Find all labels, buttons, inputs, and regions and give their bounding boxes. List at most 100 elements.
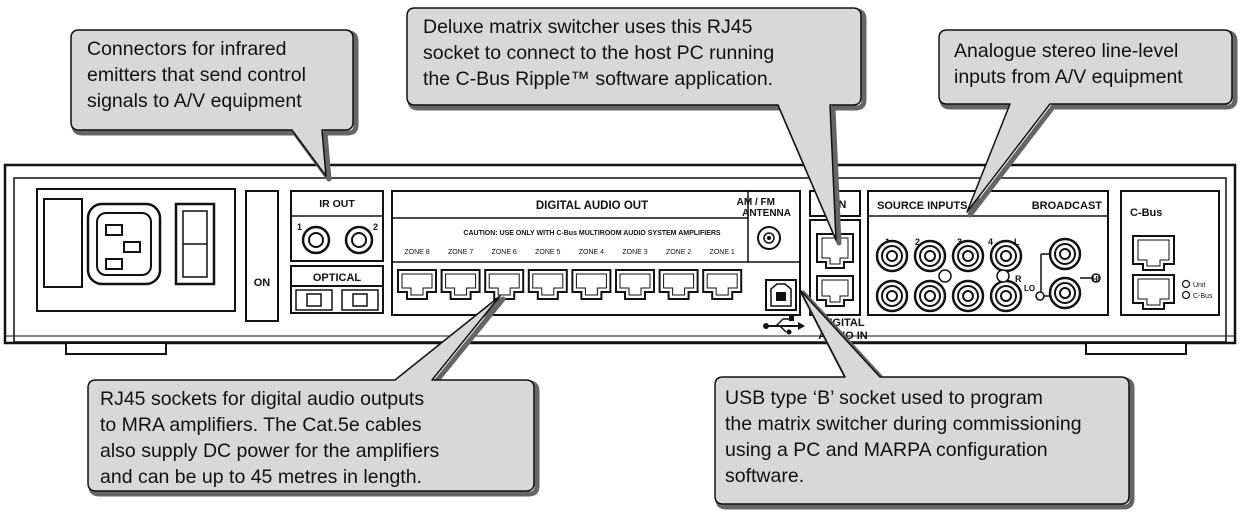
rca-jack[interactable] xyxy=(989,279,1023,313)
callout-audio-out-text: RJ45 sockets for digital audio outputs t… xyxy=(100,386,439,490)
cbus-section: C-Bus Unit C-Bus xyxy=(1120,190,1220,316)
rca-jack[interactable] xyxy=(913,239,947,273)
source-inputs-section: SOURCE INPUTS BROADCAST 1 2 3 4 L R LO H… xyxy=(867,190,1109,316)
callout-rj45-line-3: the C-Bus Ripple™ software application. xyxy=(423,68,774,90)
digital-audio-in-port[interactable] xyxy=(816,275,854,307)
input-num-2: 2 xyxy=(915,237,920,247)
zone-label: ZONE 3 xyxy=(622,249,647,256)
optical-port-2[interactable] xyxy=(341,289,379,311)
callout-analogue-text: Analogue stereo line-level inputs from A… xyxy=(954,38,1183,90)
rca-jack[interactable] xyxy=(951,279,985,313)
broadcast-lo-jack[interactable] xyxy=(1048,237,1082,271)
callout-rj45-host xyxy=(406,7,867,246)
zone-rj45-port[interactable] xyxy=(440,269,481,300)
on-switch[interactable]: ON xyxy=(245,190,279,322)
zone-label: ZONE 5 xyxy=(535,249,560,256)
callout-ir xyxy=(70,29,359,182)
callout-audio-out xyxy=(87,295,540,497)
ground-screw-right xyxy=(996,269,1010,283)
callout-rj45-line-2: socket to connect to the host PC running xyxy=(423,42,775,64)
broadcast-hi-jack[interactable] xyxy=(1048,276,1082,310)
callout-usb-line-3: using a PC and MARPA configuration xyxy=(725,439,1048,461)
cbus-led-label: C-Bus xyxy=(1193,293,1213,300)
ir-port-2-label: 2 xyxy=(373,222,378,232)
unit-led xyxy=(1181,279,1191,289)
callout-analogue xyxy=(938,29,1238,218)
callout-usb-line-4: software. xyxy=(725,465,805,487)
source-inputs-title: SOURCE INPUTS xyxy=(877,200,967,212)
zone-label: ZONE 1 xyxy=(710,249,735,256)
antenna-connector[interactable] xyxy=(757,226,781,250)
zone-ports xyxy=(397,269,743,300)
iec-power-inlet[interactable] xyxy=(86,202,162,286)
ir-jack-1[interactable] xyxy=(301,225,331,255)
zone-label: ZONE 4 xyxy=(579,249,604,256)
input-num-3: 3 xyxy=(957,237,962,247)
callout-audio-line-2: to MRA amplifiers. The Cat.5e cables xyxy=(100,414,422,436)
zone-rj45-port[interactable] xyxy=(615,269,655,300)
callout-usb-line-1: USB type ‘B’ socket used to program xyxy=(725,387,1043,409)
callout-audio-line-4: and can be up to 45 metres in length. xyxy=(100,466,422,488)
input-num-4: 4 xyxy=(988,237,993,247)
callout-ir-line-1: Connectors for infrared xyxy=(87,38,287,60)
zone-label: ZONE 7 xyxy=(448,249,473,256)
optical-port-1[interactable] xyxy=(295,289,333,311)
zone-rj45-port[interactable] xyxy=(658,269,699,300)
callout-usb xyxy=(714,289,1135,510)
rca-jack[interactable] xyxy=(989,239,1023,273)
zone-label: ZONE 8 xyxy=(404,249,429,256)
broadcast-title: BROADCAST xyxy=(1032,200,1103,212)
callout-ir-text: Connectors for infrared emitters that se… xyxy=(87,36,306,114)
lo-terminal xyxy=(1035,291,1045,301)
zone-rj45-port[interactable] xyxy=(571,269,612,300)
callout-audio-line-3: also supply DC power for the amplifiers xyxy=(100,440,440,462)
rca-jack[interactable] xyxy=(875,279,909,313)
usb-b-socket[interactable] xyxy=(765,279,797,311)
zone-rj45-port[interactable] xyxy=(527,269,568,300)
caution-text: CAUTION: USE ONLY WITH C-Bus MULTIROOM A… xyxy=(463,230,721,237)
rca-input-jacks xyxy=(875,239,1023,313)
rca-jack[interactable] xyxy=(913,279,947,313)
callout-rj45-host-text: Deluxe matrix switcher uses this RJ45 so… xyxy=(423,14,774,92)
digital-audio-out-section: DIGITAL AUDIO OUT CAUTION: USE ONLY WITH… xyxy=(391,190,801,316)
ir-port-1-label: 1 xyxy=(297,222,302,232)
ir-out-title: IR OUT xyxy=(319,198,355,210)
on-label: ON xyxy=(254,277,271,289)
callout-rj45-line-1: Deluxe matrix switcher uses this RJ45 xyxy=(423,16,753,38)
optical-title: OPTICAL xyxy=(313,272,362,284)
unit-led-label: Unit xyxy=(1193,282,1206,289)
callout-ir-line-2: emitters that send control xyxy=(87,64,306,86)
lan-rj45-port[interactable] xyxy=(816,233,854,269)
zone-rj45-port[interactable] xyxy=(702,269,743,300)
am-fm-label: AM / FM xyxy=(737,197,775,208)
antenna-label: ANTENNA xyxy=(742,208,791,219)
power-switch[interactable] xyxy=(174,202,216,286)
digital-audio-out-title: DIGITAL AUDIO OUT xyxy=(536,200,648,212)
callout-analogue-line-1: Analogue stereo line-level xyxy=(954,40,1179,62)
cbus-title: C-Bus xyxy=(1130,207,1162,219)
cbus-port-1[interactable] xyxy=(1132,235,1175,271)
zone-rj45-port[interactable] xyxy=(397,269,437,300)
power-module xyxy=(36,188,236,312)
hi-label: HI xyxy=(1092,275,1100,284)
left-channel-label: L xyxy=(1014,237,1020,247)
zone-label: ZONE 6 xyxy=(492,249,517,256)
hi-terminal xyxy=(1091,273,1101,283)
callout-audio-line-1: RJ45 sockets for digital audio outputs xyxy=(100,388,425,410)
cbus-port-2[interactable] xyxy=(1132,274,1175,310)
zone-rj45-port[interactable] xyxy=(484,269,525,300)
callout-ir-line-3: signals to A/V equipment xyxy=(87,90,302,112)
usb-icon xyxy=(763,316,805,335)
cbus-led xyxy=(1181,290,1191,300)
optical-section: OPTICAL xyxy=(290,265,384,314)
callout-analogue-line-2: inputs from A/V equipment xyxy=(954,66,1183,88)
ir-jack-2[interactable] xyxy=(344,225,374,255)
callout-usb-line-2: the matrix switcher during commissioning xyxy=(725,413,1082,435)
rca-jack[interactable] xyxy=(875,239,909,273)
right-channel-label: R xyxy=(1015,274,1022,284)
rca-jack[interactable] xyxy=(951,239,985,273)
lo-label: LO xyxy=(1024,284,1035,293)
zone-labels: ZONE 8 ZONE 7 ZONE 6 ZONE 5 ZONE 4 ZONE 3 ZONE… xyxy=(404,249,735,256)
ir-out-section: IR OUT 1 2 xyxy=(290,190,384,262)
